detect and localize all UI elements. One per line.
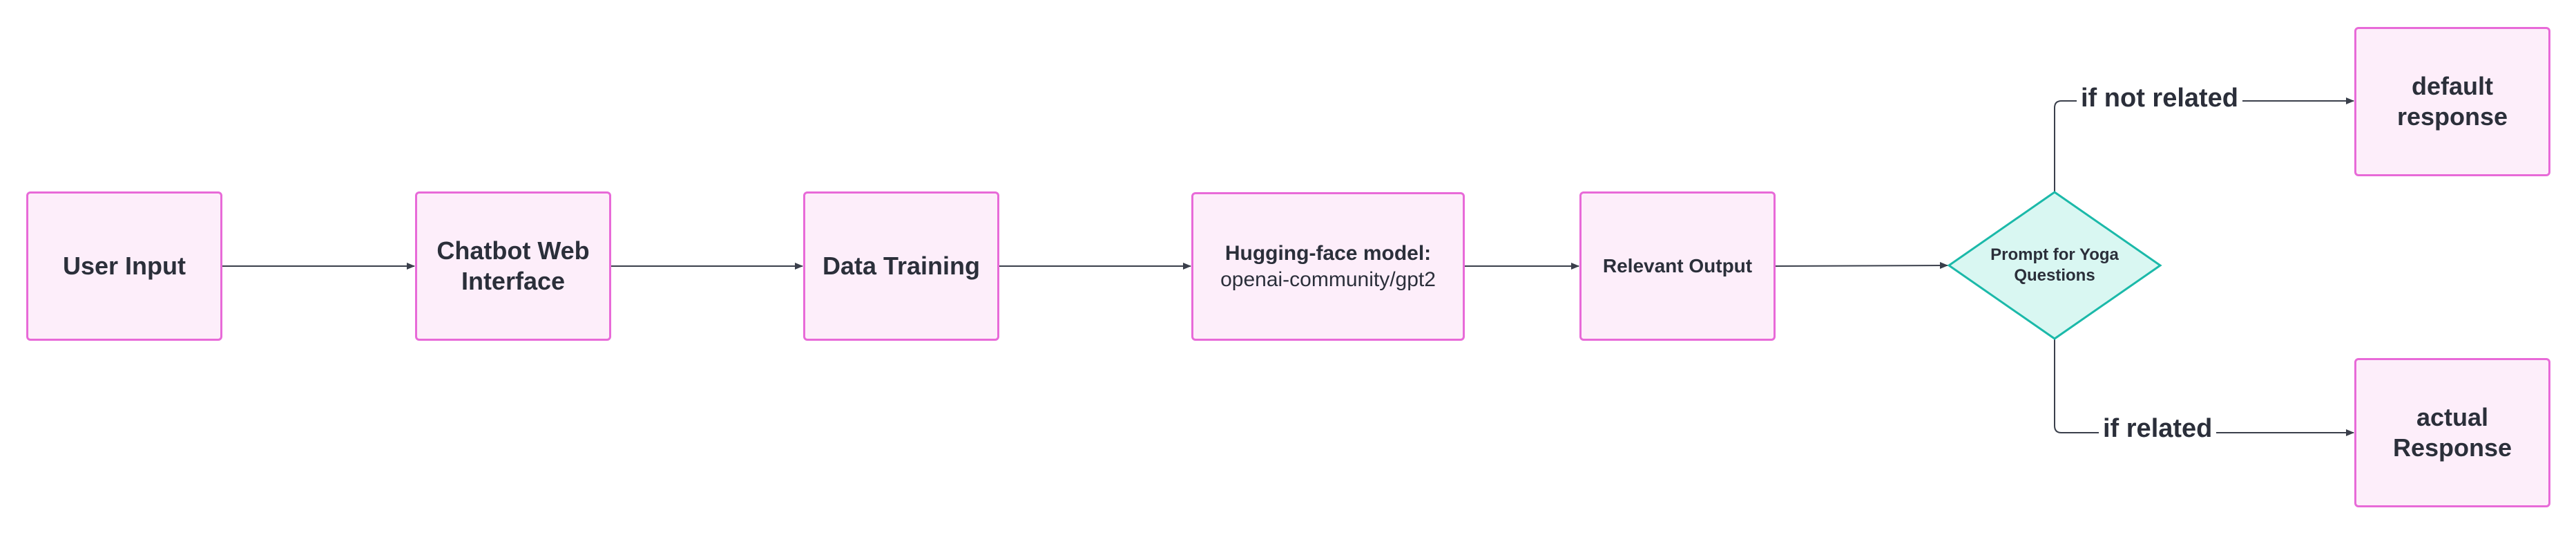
relevant-output-node: Relevant Output: [1579, 191, 1776, 341]
prompt-decision-text: Prompt for Yoga Questions: [1968, 231, 2141, 300]
hugging-face-model-title: Hugging-face model:: [1224, 241, 1432, 265]
default-response-label-line1: default: [2411, 72, 2493, 100]
actual-response-node: actual Response: [2354, 358, 2550, 507]
chatbot-web-interface-label-line1: Chatbot Web: [436, 236, 590, 265]
actual-response-label-line1: actual: [2416, 403, 2489, 431]
prompt-decision-diamond: [1947, 191, 2162, 340]
edge-label-related: if related: [2099, 413, 2217, 444]
arrow-prompt-to-actual-response: [2054, 339, 2354, 436]
default-response-label-line2: response: [2396, 102, 2508, 131]
data-training-label: Data Training: [822, 252, 981, 280]
arrow-prompt-to-default-response: [2054, 97, 2354, 192]
default-response-node: default response: [2354, 27, 2550, 176]
edge-label-not-related: if not related: [2077, 83, 2243, 113]
chatbot-web-interface-node: Chatbot Web Interface: [415, 191, 611, 341]
arrow-relevant-output-to-prompt: [1774, 262, 1948, 270]
prompt-decision-label-line2: Questions: [2014, 266, 2095, 285]
actual-response-label-line2: Response: [2392, 433, 2512, 462]
hugging-face-model-node: Hugging-face model: openai-community/gpt…: [1191, 192, 1465, 341]
hugging-face-model-subtitle: openai-community/gpt2: [1220, 268, 1436, 291]
user-input-label: User Input: [62, 252, 186, 280]
prompt-decision-label-line1: Prompt for Yoga: [1990, 245, 2119, 264]
chatbot-web-interface-label-line2: Interface: [461, 267, 566, 295]
relevant-output-label: Relevant Output: [1602, 255, 1753, 276]
data-training-node: Data Training: [803, 191, 999, 341]
user-input-node: User Input: [26, 191, 222, 341]
